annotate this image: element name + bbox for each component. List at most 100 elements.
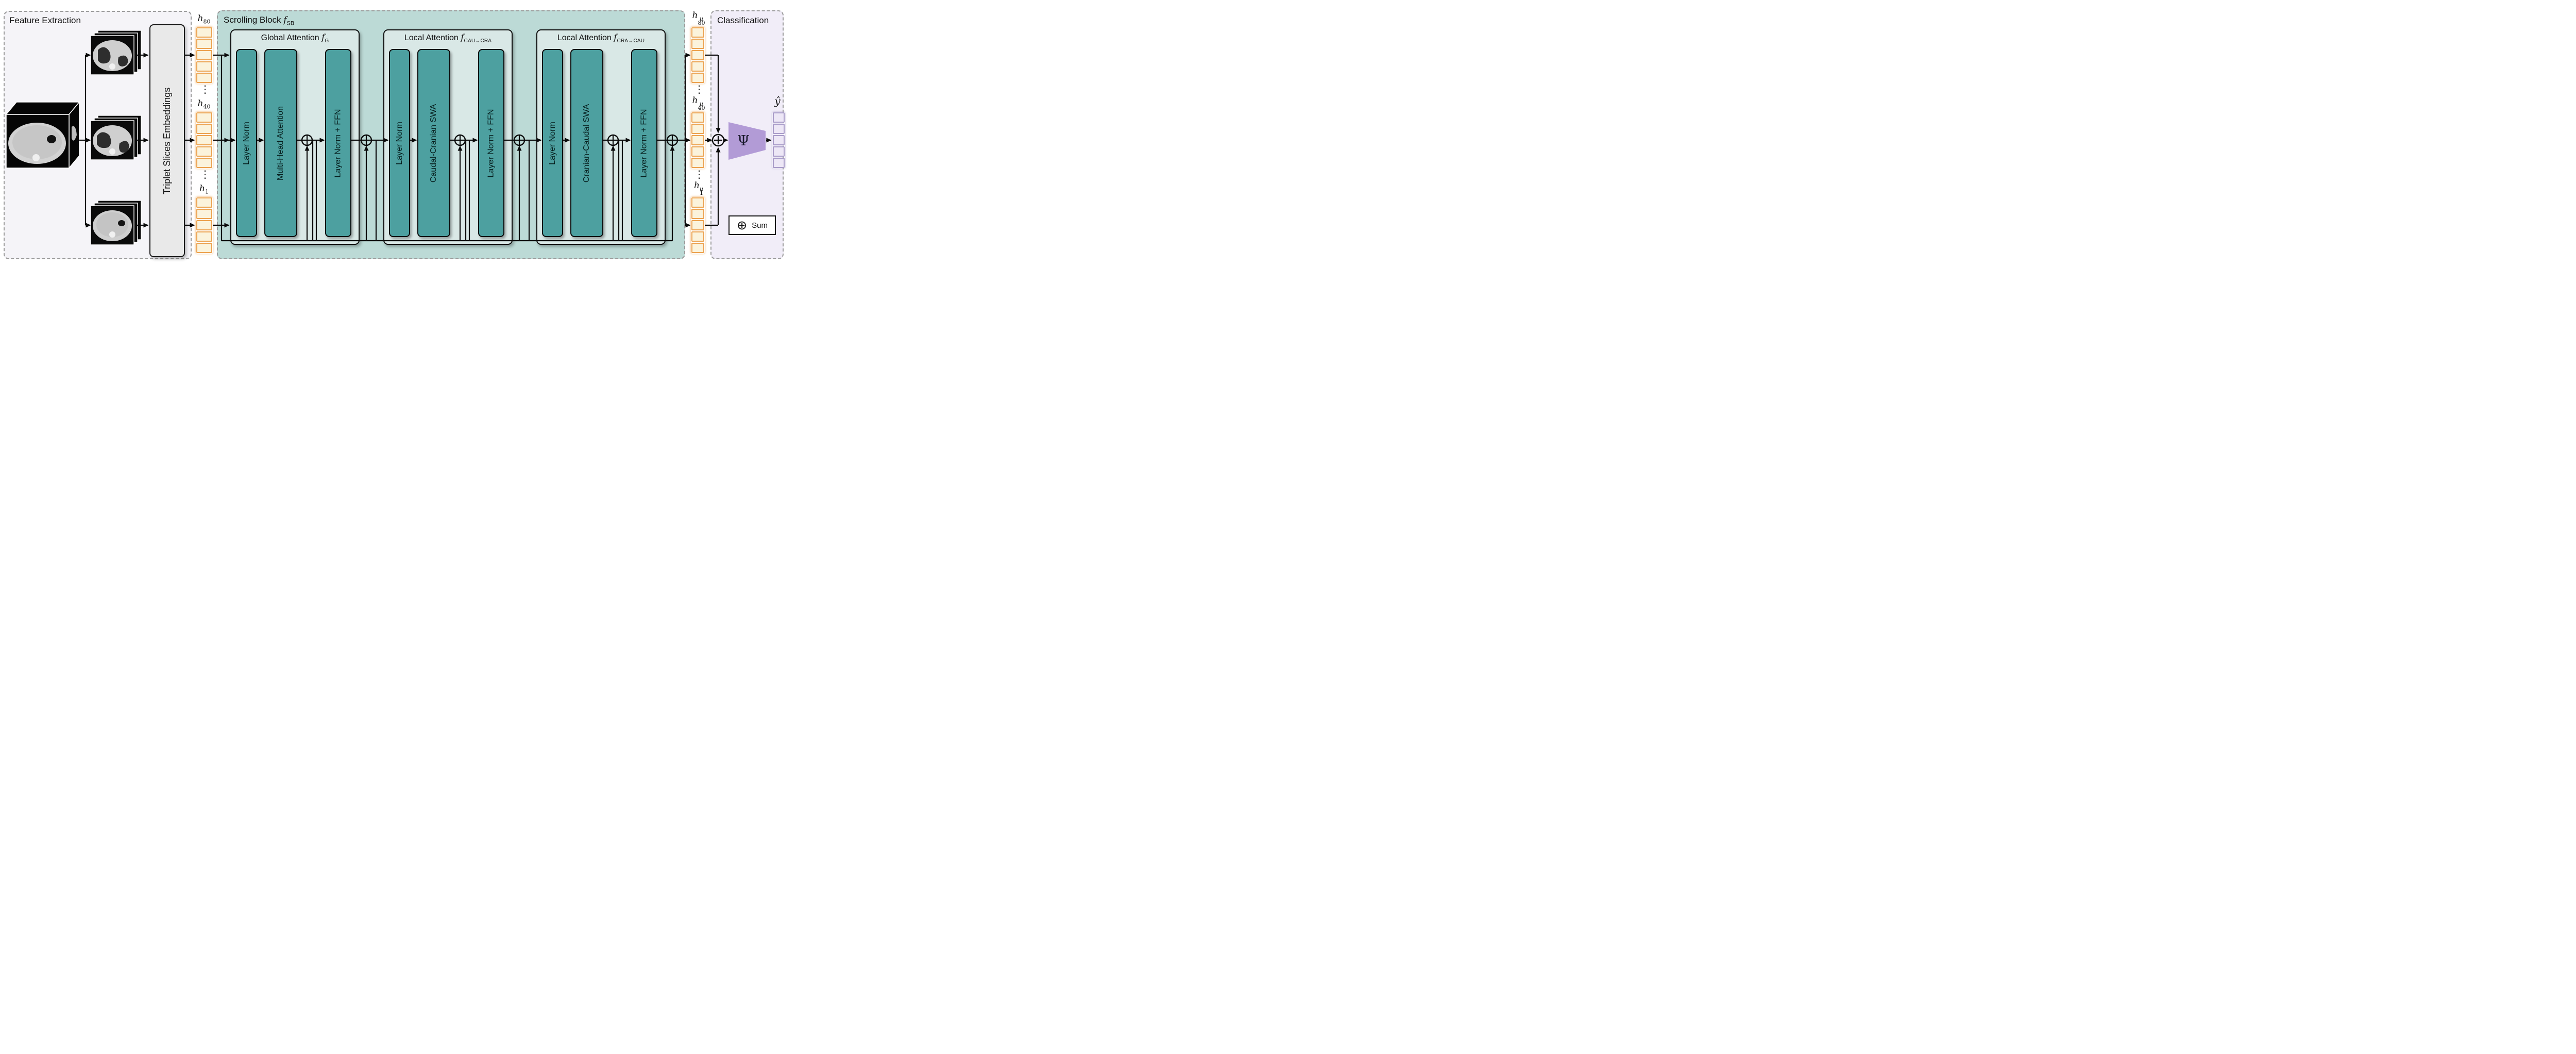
feature-extraction-title: Feature Extraction [9,15,81,26]
math-sup: u [699,15,704,22]
token-cell [773,135,785,145]
token-cell [691,124,704,134]
column-label: Cranian-Caudal SWA [582,104,591,182]
math-var: h [197,13,204,24]
ct-slice-stack-top [90,30,142,80]
scrolling-block-fn-sub: SB [286,20,295,27]
layer-norm-ffn-column: Layer Norm + FFN [631,49,657,237]
token-cell [196,27,212,38]
output-token-stack-h40u [691,112,705,169]
triplet-slices-embeddings-box: Triplet Slices Embeddings [149,24,185,257]
prediction-label-yhat: ŷ [770,95,785,107]
math-var: h [199,183,205,194]
math-var: h [197,98,204,109]
ct-slice-stack-middle [90,115,142,165]
input-token-stack-h1 [196,197,213,254]
math-var: h [692,10,698,21]
output-token-stack-h80u [691,27,705,83]
math-sup: u [699,186,704,192]
scrolling-block-title-text: Scrolling Block [224,15,281,25]
math-sup: u [699,101,704,107]
layer-norm-ffn-column: Layer Norm + FFN [325,49,351,237]
block-fn: f [461,32,464,43]
block-fn: f [321,32,325,43]
sum-legend: ⊕ Sum [728,215,776,235]
input-token-stack-h40 [196,112,213,169]
ct-volume-top-face [5,102,80,115]
column-label: Caudal-Cranian SWA [429,104,438,182]
token-cell [691,50,704,60]
block-fn: f [614,32,617,43]
local-attention-cra-cau-title: Local Attention fCRA→CAU [536,32,666,44]
output-token-stack-h1u [691,197,705,254]
cranian-caudal-swa-column: Cranian-Caudal SWA [570,49,603,237]
ct-slice-stack-bottom [90,200,142,250]
token-cell [691,146,704,157]
input-token-stack-h80 [196,27,213,83]
math-sub: 40 [203,103,211,110]
token-cell [691,158,704,168]
prediction-token-stack [772,112,785,169]
ellipsis-output-1: ⋮ [694,84,704,95]
input-token-label-h80: h80 [191,13,217,25]
math-sub: 80 [698,20,705,27]
token-cell [196,39,212,49]
token-cell [196,73,212,83]
math-sub: 40 [698,105,705,112]
input-token-label-h1: h1 [191,183,217,195]
scrolling-block-title: Scrolling Block fSB [224,15,294,26]
ct-volume-image [4,96,81,178]
math-sub: 80 [203,18,211,25]
token-cell [691,39,704,49]
token-cell [196,61,212,72]
token-cell [196,124,212,134]
token-cell [691,209,704,219]
token-cell [691,135,704,145]
token-cell [691,61,704,72]
token-cell [691,231,704,242]
token-cell [196,209,212,219]
token-cell [196,50,212,60]
token-cell [196,231,212,242]
oplus-icon: ⊕ [737,218,748,232]
token-cell [196,197,212,208]
ellipsis-output-2: ⋮ [694,169,704,180]
classification-title-text: Classification [717,15,769,25]
block-fn-sub: G [325,38,329,44]
layer-norm-column: Layer Norm [389,49,410,237]
local-attention-cau-cra-title: Local Attention fCAU→CRA [383,32,513,44]
multi-head-attention-column: Multi-Head Attention [264,49,297,237]
token-cell [691,197,704,208]
ellipsis-input-1: ⋮ [200,84,210,95]
math-var: ŷ [774,95,781,107]
column-label: Layer Norm + FFN [333,109,343,177]
column-label: Layer Norm [548,121,557,165]
token-cell [691,112,704,123]
token-cell [691,220,704,230]
classification-title: Classification [717,15,769,26]
block-fn-sub: CAU→CRA [464,38,492,44]
layer-norm-ffn-column: Layer Norm + FFN [478,49,504,237]
token-cell [773,158,785,168]
token-cell [196,158,212,168]
block-title-text: Global Attention [261,34,319,42]
token-cell [691,27,704,38]
token-cell [773,146,785,157]
math-sub: 1 [205,188,209,195]
token-cell [773,112,785,123]
column-label: Layer Norm + FFN [639,109,649,177]
token-cell [691,243,704,253]
architecture-figure: Feature Extraction Scrolling Block fSB C… [0,0,787,263]
input-token-label-h40: h40 [191,98,217,110]
triplet-slices-embeddings-label: Triplet Slices Embeddings [162,87,173,194]
token-cell [196,112,212,123]
token-cell [773,124,785,134]
math-var: h [692,95,698,106]
token-cell [196,146,212,157]
column-label: Layer Norm [395,121,404,165]
scrolling-block-fn: f [283,15,287,25]
column-label: Multi-Head Attention [276,106,285,180]
math-sub: 1 [699,190,703,197]
